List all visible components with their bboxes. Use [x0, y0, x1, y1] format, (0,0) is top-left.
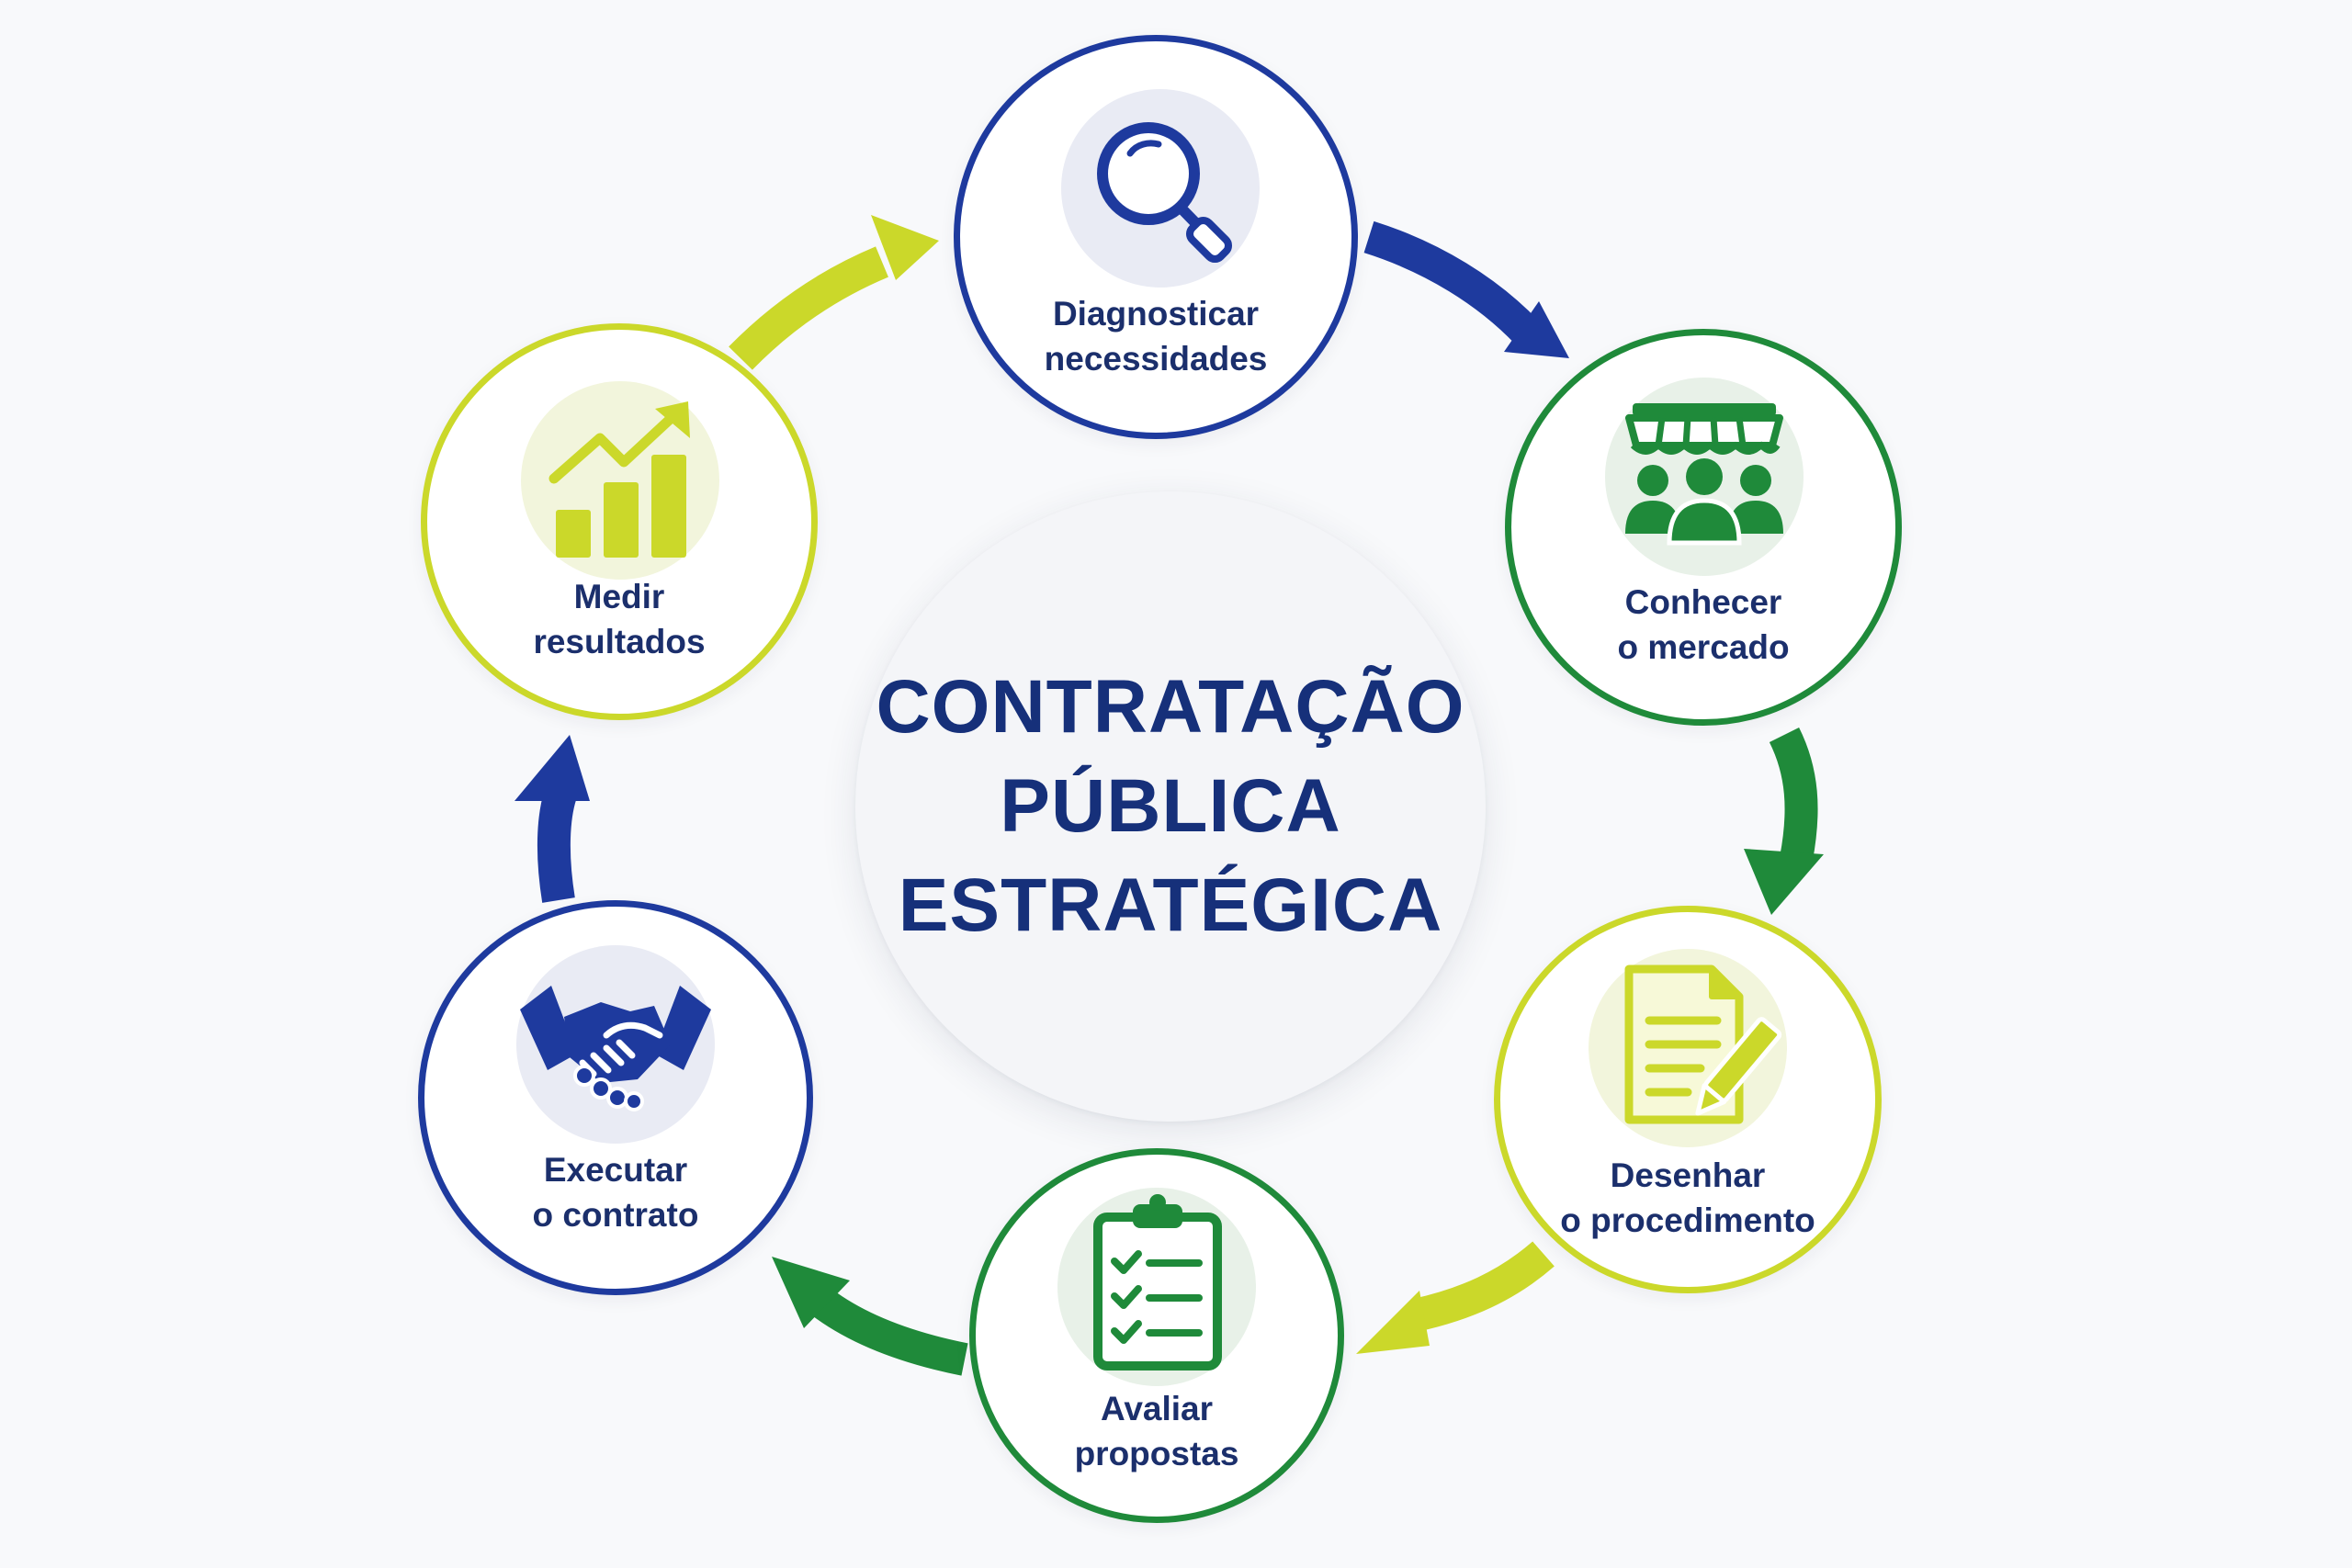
- title-line-2: PÚBLICA: [1000, 764, 1341, 848]
- magnifier-icon: [1097, 122, 1233, 264]
- arrow-desenhar-to-avaliar: [1356, 1241, 1555, 1354]
- step-desenhar-o-procedimento: Desenhar o procedimento: [1494, 906, 1882, 1293]
- arrow-conhecer-to-desenhar: [1744, 727, 1824, 915]
- step-label: Medir resultados: [533, 578, 706, 660]
- step-label: Executar o contrato: [532, 1151, 699, 1234]
- market-people-icon: [1625, 403, 1783, 546]
- step-label: Conhecer o mercado: [1617, 583, 1790, 666]
- step-conhecer-o-mercado: Conhecer o mercado: [1505, 329, 1902, 726]
- title-line-3: ESTRATÉGICA: [898, 863, 1443, 947]
- step-avaliar-propostas: Avaliar propostas: [969, 1148, 1344, 1523]
- step-label: Desenhar o procedimento: [1560, 1156, 1815, 1239]
- title-line-1: CONTRATAÇÃO: [876, 665, 1465, 749]
- growth-chart-icon: [548, 401, 690, 558]
- handshake-icon: [520, 986, 711, 1111]
- central-title-circle: CONTRATAÇÃO PÚBLICA ESTRATÉGICA: [855, 491, 1486, 1122]
- step-executar-o-contrato: Executar o contrato: [418, 900, 813, 1295]
- step-diagnosticar-necessidades: Diagnosticar necessidades: [954, 35, 1358, 439]
- arrow-executar-to-medir: [514, 735, 590, 903]
- arrow-diagnosticar-to-conhecer: [1363, 220, 1569, 358]
- step-label: Avaliar propostas: [1074, 1390, 1239, 1472]
- step-medir-resultados: Medir resultados: [421, 323, 818, 720]
- checklist-clipboard-icon: [1093, 1194, 1222, 1371]
- step-label: Diagnosticar necessidades: [1044, 295, 1268, 378]
- arrow-avaliar-to-executar: [772, 1257, 968, 1376]
- arrow-medir-to-diagnosticar: [729, 215, 939, 370]
- document-pencil-icon: [1624, 964, 1782, 1124]
